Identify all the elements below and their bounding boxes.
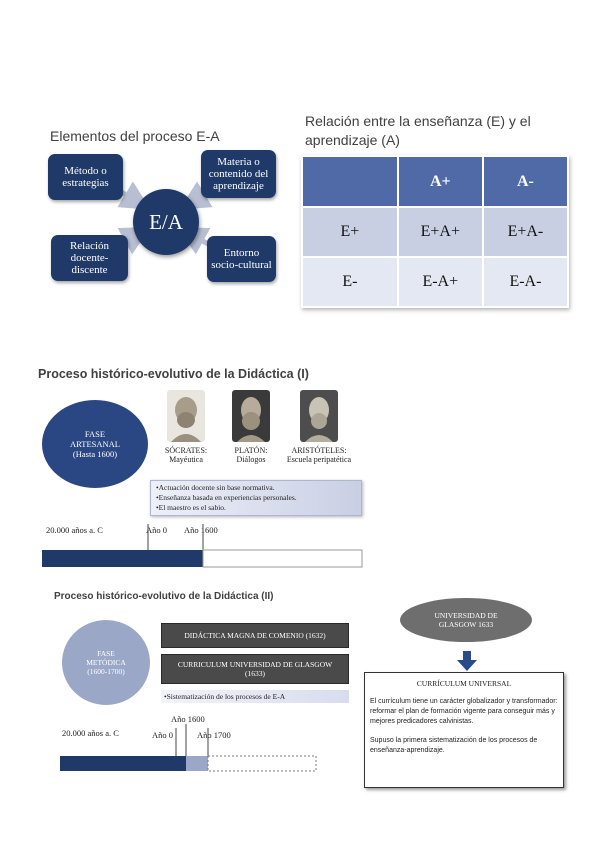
table-row: E+ E+A+ E+A- — [301, 206, 570, 258]
fase-artesanal-circle: FASE ARTESANAL (Hasta 1600) — [42, 400, 148, 488]
aristoteles-caption: ARISTÓTELES: Escuela peripatética — [286, 446, 352, 464]
timeline2-end-label: Año 1700 — [197, 730, 231, 740]
philosopher-desc: Diálogos — [236, 455, 266, 464]
table-cell: E- — [301, 256, 399, 308]
platon-bust-image — [232, 390, 270, 442]
note-item: •Enseñanza basada en experiencias person… — [156, 493, 297, 502]
timeline2-top-label: Año 1600 — [171, 714, 205, 724]
box-metodo: Método o estrategias — [48, 154, 123, 200]
table-header-cell: A+ — [396, 155, 484, 208]
philosopher-desc: Escuela peripatética — [286, 455, 352, 464]
timeline1-mid-label: Año 0 — [146, 525, 168, 535]
note-item: •El maestro es el sabio. — [156, 503, 226, 512]
socrates-bust-image — [167, 390, 205, 442]
ea-circle: E/A — [133, 189, 199, 255]
curriculum-glasgow-box: CURRICULUM UNIVERSIDAD DE GLASGOW (1633) — [161, 654, 349, 684]
box-entorno: Entorno socio-cultural — [207, 236, 276, 282]
relacion-table: A+ A- E+ E+A+ E+A- E- E-A+ E-A- — [301, 155, 570, 308]
glasgow-ellipse: UNIVERSIDAD DE GLASGOW 1633 — [400, 598, 532, 642]
proceso1-title: Proceso histórico-evolutivo de la Didáct… — [38, 367, 309, 381]
table-cell: E+A- — [481, 206, 570, 258]
curriculum-universal-box: CURRÍCULUM UNIVERSAL El currículum tiene… — [364, 672, 564, 788]
philosopher-desc: Mayéutica — [169, 455, 203, 464]
philosopher-name: SÓCRATES: — [164, 446, 208, 455]
relacion-title: Relación entre la enseñanza (E) y el apr… — [305, 113, 531, 148]
box-relacion: Relación docente-discente — [51, 235, 128, 281]
timeline2-start-label: 20.000 años a. C — [62, 728, 119, 738]
timeline2-empty-bar — [207, 755, 317, 772]
elementos-title: Elementos del proceso E-A — [50, 128, 220, 144]
table-cell: E+A+ — [396, 206, 484, 258]
curriculum-universal-title: CURRÍCULUM UNIVERSAL — [416, 679, 512, 688]
curriculum-paragraph: El currículum tiene un carácter globaliz… — [370, 698, 558, 725]
timeline1-end-label: Año 1600 — [184, 525, 218, 535]
timeline2-filled-bar — [60, 756, 186, 771]
table-header-cell — [301, 155, 399, 208]
philosopher-name: ARISTÓTELES: — [291, 446, 347, 455]
didactica-magna-box: DIDÁCTICA MAGNA DE COMENIO (1632) — [161, 623, 349, 648]
timeline2-highlight-bar — [186, 756, 208, 771]
fase-metodica-label: FASE METÓDICA (1600-1700) — [86, 649, 126, 676]
aristoteles-bust-image — [300, 390, 338, 442]
table-cell: E+ — [301, 206, 399, 258]
philosopher-name: PLATÓN: — [234, 446, 268, 455]
glasgow-label: UNIVERSIDAD DE GLASGOW 1633 — [434, 611, 498, 629]
socrates-caption: SÓCRATES: Mayéutica — [155, 446, 217, 464]
timeline2 — [60, 724, 317, 772]
curriculum-glasgow-label: CURRICULUM UNIVERSIDAD DE GLASGOW (1633) — [177, 660, 333, 678]
box-materia: Materia o contenido del aprendizaje — [201, 150, 276, 198]
proceso1-notes: •Actuación docente sin base normativa. •… — [150, 480, 362, 516]
fase-artesanal-label: FASE ARTESANAL (Hasta 1600) — [69, 429, 121, 459]
table-cell: E-A+ — [396, 256, 484, 308]
curriculum-paragraph: Supuso la primera sistematización de los… — [370, 737, 538, 754]
timeline2-mid-label: Año 0 — [152, 730, 174, 740]
table-row: E- E-A+ E-A- — [301, 256, 570, 308]
table-header-cell: A- — [481, 155, 570, 208]
proceso2-title: Proceso histórico-evolutivo de la Didáct… — [54, 591, 274, 602]
timeline1 — [42, 524, 363, 568]
down-arrow-icon — [457, 651, 477, 671]
note-item: •Actuación docente sin base normativa. — [156, 483, 275, 492]
proceso2-note: •Sistematización de los procesos de E-A — [161, 690, 349, 703]
timeline1-empty-bar — [202, 549, 363, 568]
fase-metodica-circle: FASE METÓDICA (1600-1700) — [62, 620, 150, 705]
table-cell: E-A- — [481, 256, 570, 308]
platon-caption: PLATÓN: Diálogos — [222, 446, 280, 464]
timeline1-start-label: 20.000 años a. C — [46, 525, 103, 535]
timeline1-filled-bar — [42, 550, 203, 567]
table-header-row: A+ A- — [301, 155, 570, 208]
